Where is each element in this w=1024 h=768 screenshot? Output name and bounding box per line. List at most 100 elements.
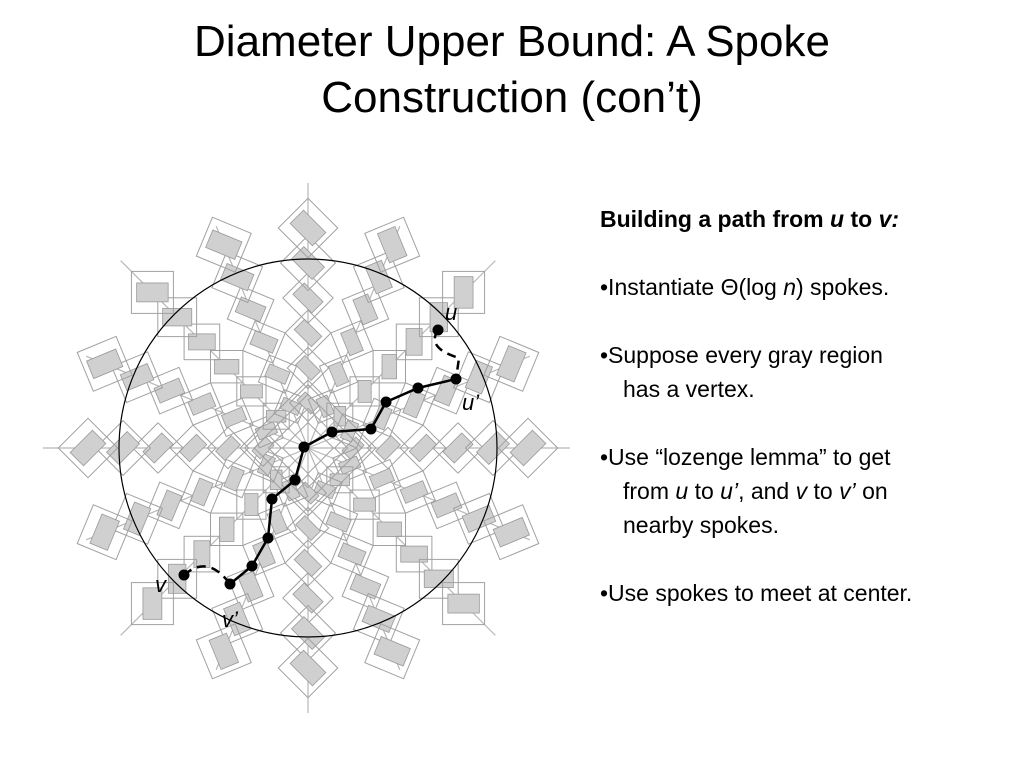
lozenge-outline [248,447,285,483]
text-heading: Building a path from u to v: [600,202,1010,236]
lozenge-outline [331,447,368,483]
lozenge [364,623,421,680]
gray-region [447,593,480,614]
lozenge [318,354,359,394]
lozenge-outline [248,413,285,449]
lozenge-outline [206,426,250,470]
path-vertex [326,426,338,438]
lozenge-outline [111,351,164,404]
gray-region [475,430,511,466]
bullet-2: •Suppose every gray region has a vertex. [600,338,1010,406]
bullet3-v: v [795,478,808,504]
lozenge-outline [395,535,433,573]
lozenge-outline [226,285,275,334]
center-lozenge [239,379,377,517]
path-vertex [289,474,301,486]
lozenge-outline [349,376,380,407]
lozenge [226,285,275,334]
lozenge [395,535,433,573]
gray-region [237,570,264,603]
lozenge [206,426,250,470]
lozenge-outline [179,470,224,514]
path-vertex [412,382,424,394]
label-u-prime: u’ [462,390,480,415]
lozenge-outline [331,413,368,449]
path-vertex [262,532,274,544]
gray-region [256,453,277,477]
gray-region [219,516,235,542]
lozenge [214,458,254,499]
lozenge [282,572,334,624]
heading-mid: to [844,206,879,232]
lozenge-outline [277,637,339,699]
lozenge-outline [366,426,410,470]
lozenge [248,447,285,483]
center-lozenge [267,407,349,489]
lozenge-outline [372,512,406,546]
gray-region [453,276,474,309]
bullet3-line1: •Use “lozenge lemma” to get [600,444,891,470]
gray-region [142,432,174,464]
gray-region [496,345,527,383]
lozenge [157,297,198,338]
gray-region [341,436,365,460]
lozenge [483,335,540,392]
gray-region [442,432,474,464]
lozenge [452,492,505,545]
lozenge [76,504,133,561]
lozenge-outline [279,604,337,662]
gray-region [215,435,241,461]
lozenge-outline [236,376,267,407]
gray-region [289,209,327,247]
bullet1-prefix: •Instantiate Θ(log [600,274,784,300]
lozenge-outline [418,558,459,599]
gray-region [461,504,497,533]
lozenge [130,582,174,626]
lozenge-outline [364,623,421,680]
center-lozenge [281,421,335,475]
lozenge-outline [422,481,471,530]
lozenge [392,470,437,514]
lozenge [284,309,332,357]
lozenge-outline [318,502,359,542]
gray-region [266,508,289,536]
lozenge-outline [372,350,406,384]
lozenge [422,481,471,530]
lozenge-outline [169,424,217,472]
lozenge [242,319,286,364]
lozenge-outline [262,466,290,494]
gray-region [219,262,255,292]
gray-region [357,380,372,403]
gray-region [337,455,362,475]
lozenge [209,350,244,384]
gray-region [290,615,326,651]
gray-region [430,492,463,519]
bullet3-vprime: v’ [839,478,856,504]
gray-region [464,359,494,395]
lozenge [236,489,267,520]
lozenge [130,270,174,314]
lozenge-outline [243,428,283,468]
lozenge-outline [442,270,486,314]
lozenge [349,489,380,520]
bullet3-and: , and [738,478,796,504]
gray-region [240,384,263,399]
lozenge-outline [364,216,421,273]
gray-region [400,545,428,563]
lozenge-outline [257,354,298,394]
vertex-v [178,569,190,581]
lozenge [330,319,374,364]
lozenge-outline [284,309,332,357]
gray-region [353,497,376,512]
lozenge-outline [132,422,184,474]
lozenge-outline [195,216,252,273]
gray-region [295,355,321,381]
lozenge [352,251,405,304]
lozenge-outline [330,319,374,364]
lozenge [145,481,194,530]
lozenge [211,251,264,304]
lozenge-outline [209,350,244,384]
gray-region [292,582,324,614]
gray-region [264,363,291,385]
bullet3-to1: to [688,478,721,504]
